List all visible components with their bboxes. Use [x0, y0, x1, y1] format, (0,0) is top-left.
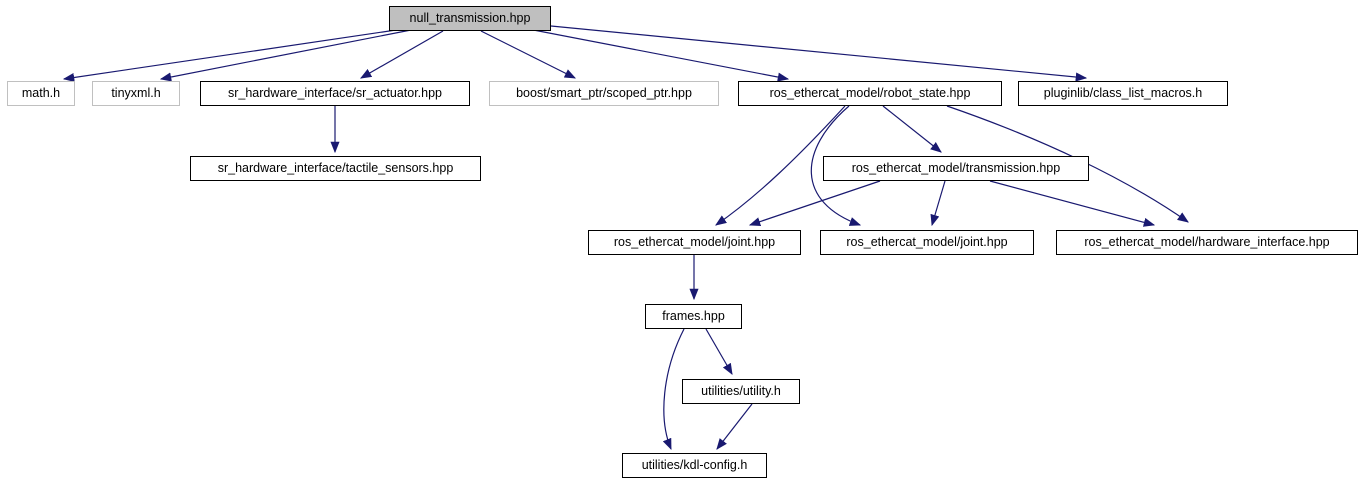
edge-null_transmission-pluginlib	[550, 25, 1088, 82]
edge-null_transmission-math	[62, 29, 397, 83]
edge-transmission-joint_a	[748, 180, 881, 227]
edge-null_transmission-scoped_ptr	[480, 30, 577, 79]
edge-robot_state-transmission	[882, 105, 942, 153]
edge-robot_state-joint_b	[810, 105, 862, 226]
node-transmission-hpp[interactable]: ros_ethercat_model/transmission.hpp	[823, 156, 1089, 181]
node-hardware_interface-hpp[interactable]: ros_ethercat_model/hardware_interface.hp…	[1056, 230, 1358, 255]
edge-frames-utility	[705, 328, 733, 375]
edge-utility-kdl_config	[716, 403, 753, 450]
edge-transmission-joint_b	[930, 180, 946, 227]
node-null_transmission-hpp: null_transmission.hpp	[389, 6, 551, 31]
node-tinyxml-h: tinyxml.h	[92, 81, 180, 106]
node-utility-h[interactable]: utilities/utility.h	[682, 379, 800, 404]
node-math-h: math.h	[7, 81, 75, 106]
edge-null_transmission-robot_state	[522, 27, 790, 82]
node-robot_state-hpp[interactable]: ros_ethercat_model/robot_state.hpp	[738, 81, 1002, 106]
edge-transmission-hardware_interface	[989, 180, 1156, 227]
node-class_list_macros-h[interactable]: pluginlib/class_list_macros.h	[1018, 81, 1228, 106]
edge-null_transmission-sr_actuator	[360, 30, 444, 79]
node-joint-hpp-right[interactable]: ros_ethercat_model/joint.hpp	[820, 230, 1034, 255]
node-frames-hpp[interactable]: frames.hpp	[645, 304, 742, 329]
node-sr_actuator-hpp[interactable]: sr_hardware_interface/sr_actuator.hpp	[200, 81, 470, 106]
node-tactile_sensors-hpp[interactable]: sr_hardware_interface/tactile_sensors.hp…	[190, 156, 481, 181]
edge-robot_state-joint_a	[715, 105, 846, 226]
node-kdl-config-h[interactable]: utilities/kdl-config.h	[622, 453, 767, 478]
node-scoped_ptr-hpp: boost/smart_ptr/scoped_ptr.hpp	[489, 81, 719, 106]
node-joint-hpp-left[interactable]: ros_ethercat_model/joint.hpp	[588, 230, 801, 255]
edge-frames-kdl_config	[662, 328, 685, 451]
edge-null_transmission-tinyxml	[159, 29, 412, 82]
